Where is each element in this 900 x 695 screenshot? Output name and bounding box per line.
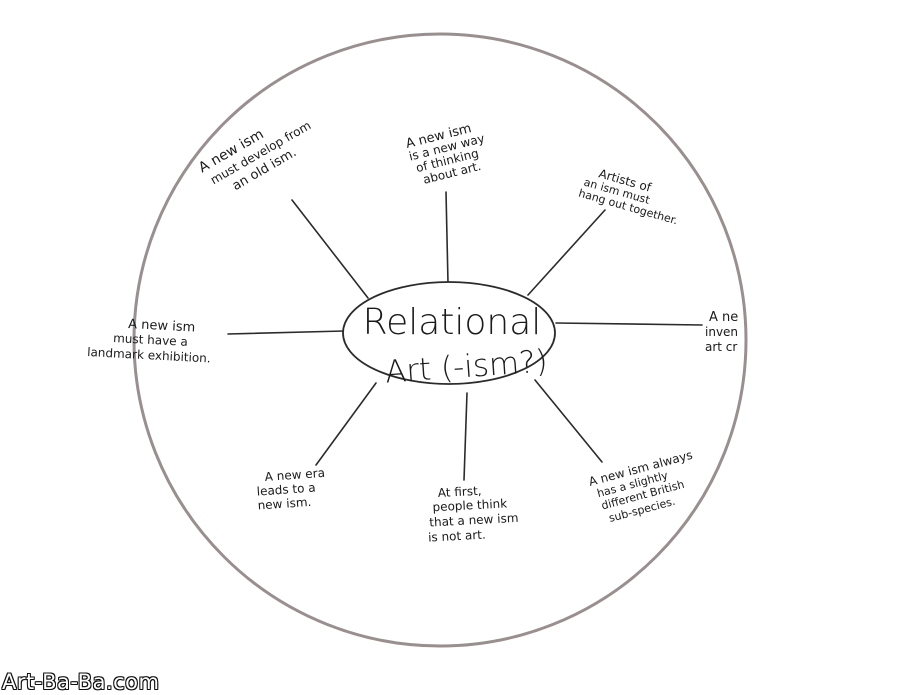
node-bottom-left-line: leads to a — [256, 481, 316, 499]
node-bottom-line: people think — [432, 496, 507, 514]
node-left-line: A new ism — [128, 317, 196, 335]
node-right-line: A ne — [709, 310, 738, 325]
spoke-right — [555, 322, 703, 326]
spoke-bottom-right — [534, 379, 603, 463]
spoke-top — [445, 191, 449, 284]
node-right: A ne inven art cr — [705, 310, 738, 354]
node-bottom-left: A new era leads to a new ism. — [256, 466, 325, 513]
node-bottom-line: that a new ism — [429, 511, 519, 530]
node-left: A new ism must have a landmark exhibitio… — [87, 317, 211, 365]
node-bottom-line: is not art. — [428, 528, 486, 545]
spoke-bottom-left — [315, 382, 377, 466]
node-right-line: art cr — [705, 340, 737, 354]
node-bottom-left-line: A new era — [264, 466, 325, 484]
node-right-line: inven — [705, 325, 738, 339]
spoke-bottom — [463, 392, 468, 481]
node-top-left: A new ism must develop from an old ism. — [196, 118, 313, 194]
site-watermark: Art-Ba-Ba.com — [2, 670, 160, 694]
center-title-line1: Relational — [363, 302, 542, 343]
outer-circle — [132, 32, 748, 648]
node-top-right: Artists of an ism must hang out together… — [577, 166, 679, 227]
node-bottom-line: At first, — [437, 484, 481, 500]
spoke-top-left — [291, 199, 369, 299]
node-left-line: landmark exhibition. — [87, 345, 211, 365]
node-top: A new ism is a new way of thinking about… — [404, 121, 486, 187]
center-ellipse — [342, 281, 556, 385]
spoke-top-right — [527, 209, 606, 296]
spoke-left — [227, 330, 345, 335]
node-left-line: must have a — [113, 331, 188, 349]
node-bottom: At first, people think that a new ism is… — [428, 484, 519, 545]
node-bottom-right: A new ism always has a slightly differen… — [587, 448, 694, 525]
node-bottom-left-line: new ism. — [257, 495, 312, 513]
